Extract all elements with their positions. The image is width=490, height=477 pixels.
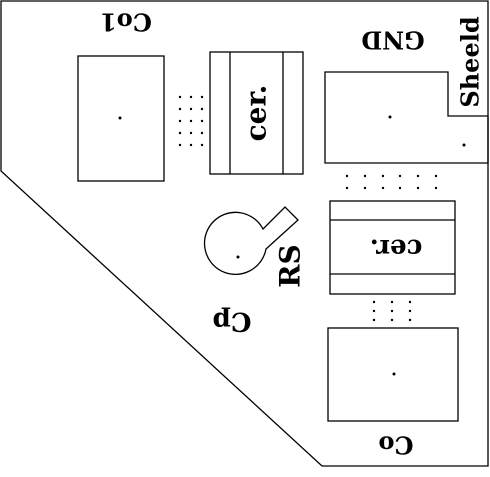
gnd-center-dot bbox=[388, 115, 392, 119]
cer-right-label: cer. bbox=[370, 233, 423, 263]
co-center-dot bbox=[392, 372, 396, 376]
board-outline bbox=[0, 0, 489, 467]
via-dots-co bbox=[372, 300, 412, 322]
via-dots-left bbox=[178, 95, 204, 147]
co-label: Co bbox=[378, 431, 413, 460]
via-dots-gnd bbox=[345, 174, 438, 190]
co1-center-dot bbox=[118, 116, 122, 120]
sheeld-label: Sheeld bbox=[456, 16, 485, 107]
cer-capacitor-top bbox=[209, 51, 304, 175]
rs-label: RS bbox=[274, 244, 307, 288]
sheeld-dot bbox=[462, 143, 466, 147]
gnd-label: GND bbox=[361, 26, 424, 55]
cp-label: Cp bbox=[213, 306, 252, 336]
co-pad bbox=[327, 327, 459, 422]
cer-top-label: cer. bbox=[240, 85, 273, 142]
gnd-pad bbox=[324, 71, 489, 164]
co1-label: Co1 bbox=[100, 8, 152, 37]
rs-center-dot bbox=[236, 255, 240, 259]
rs-pad bbox=[203, 206, 299, 275]
cer-capacitor-right bbox=[329, 200, 456, 295]
co1-pad bbox=[77, 55, 165, 182]
